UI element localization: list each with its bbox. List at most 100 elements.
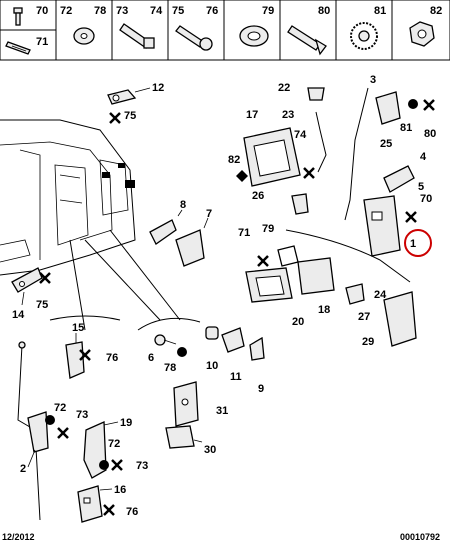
label-11: 11: [230, 371, 242, 383]
label-26: 26: [252, 190, 264, 202]
part-6-screw: [154, 334, 177, 346]
label-73a: 73: [76, 409, 88, 421]
label-31: 31: [216, 405, 228, 417]
label-7: 7: [206, 208, 212, 220]
fastener-markers: [39, 99, 435, 516]
label-73b: 73: [136, 460, 148, 472]
label-16: 16: [114, 484, 126, 496]
cross-icons: [39, 99, 435, 516]
label-4: 4: [420, 151, 427, 163]
part-9-clip: [249, 336, 265, 361]
header-cell-75: 75: [172, 5, 184, 17]
part-16-plate: [77, 485, 113, 523]
part-1-highlight: [404, 229, 432, 257]
label-71: 71: [238, 227, 250, 239]
footer-ref: 00010792: [400, 532, 440, 542]
label-22: 22: [278, 82, 290, 94]
label-70: 70: [420, 193, 432, 205]
countersunk-screw-icon: [287, 25, 327, 56]
part-29-cover: [383, 291, 417, 347]
callout-labels: 1 2 3 4 5 6 7 8 9 10 11 12 14 15 16 17 1…: [12, 74, 436, 518]
footer-date: 12/2012: [2, 532, 35, 542]
screw-icon: [13, 7, 23, 26]
part-14-bracket: [11, 267, 43, 306]
part-18-handle: [297, 257, 335, 295]
label-2: 2: [20, 463, 26, 475]
part-3-bracket: [375, 91, 418, 125]
label-75a: 75: [124, 110, 136, 122]
label-82: 82: [228, 154, 240, 166]
nut-icon: [409, 21, 435, 47]
label-25: 25: [380, 138, 392, 150]
header-cell-76: 76: [206, 5, 218, 17]
clip-screw-icon: [175, 25, 213, 51]
label-19: 19: [120, 417, 132, 429]
part-25-rod: [344, 87, 369, 221]
header-cell-72: 72: [60, 5, 72, 17]
label-72a: 72: [54, 402, 66, 414]
part-22-knob: [307, 87, 325, 101]
header-cell-79: 79: [262, 5, 274, 17]
header-cell-78: 78: [94, 5, 106, 17]
label-23: 23: [282, 109, 294, 121]
label-75b: 75: [36, 299, 48, 311]
label-79: 79: [262, 223, 274, 235]
part-79-grommet: [277, 245, 299, 267]
part-24-rod: [285, 229, 411, 283]
header-cell-81: 81: [374, 5, 386, 17]
header-cell-82: 82: [430, 5, 442, 17]
vehicle-outline: [0, 119, 201, 331]
diamond-82-icon: [236, 170, 248, 182]
label-30: 30: [204, 444, 216, 456]
dot-72b-icon: [99, 460, 109, 470]
part-10-pin: [205, 326, 219, 340]
label-14: 14: [12, 309, 25, 321]
part-1-lock: [363, 195, 401, 257]
label-20: 20: [292, 316, 304, 328]
part-7-bracket: [175, 217, 209, 267]
label-76a: 76: [106, 352, 118, 364]
label-5: 5: [418, 181, 424, 193]
header-cell-70: 70: [36, 5, 48, 17]
part-8-bracket: [149, 209, 183, 245]
part-15-bracket: [65, 333, 85, 379]
label-29: 29: [362, 336, 374, 348]
label-81: 81: [400, 122, 412, 134]
label-10: 10: [206, 360, 218, 372]
part-30-plate: [165, 425, 203, 449]
dot-78-icon: [177, 347, 187, 357]
label-27: 27: [358, 311, 370, 323]
part-2-rod: [17, 341, 49, 521]
label-17: 17: [246, 109, 258, 121]
label-3: 3: [370, 74, 376, 86]
long-screw-icon: [5, 41, 31, 55]
part-17-handle: [243, 127, 301, 187]
part-26-clip: [291, 193, 309, 215]
serrated-washer-icon: [350, 22, 378, 50]
label-18: 18: [318, 304, 330, 316]
label-24: 24: [374, 289, 387, 301]
label-74: 74: [294, 129, 307, 141]
washer-icon: [73, 27, 95, 45]
label-78: 78: [164, 362, 176, 374]
part-20-handle: [245, 267, 293, 303]
label-9: 9: [258, 383, 264, 395]
label-80: 80: [424, 128, 436, 140]
part-11-bracket: [221, 327, 245, 353]
part-12-hinge: [107, 87, 151, 105]
part-23-rod: [315, 111, 327, 173]
header-cell-73: 73: [116, 5, 128, 17]
header-cell-80: 80: [318, 5, 330, 17]
label-15: 15: [72, 322, 84, 334]
label-72b: 72: [108, 438, 120, 450]
grommet-icon: [239, 25, 269, 47]
label-6: 6: [148, 352, 154, 364]
part-31-plate: [173, 381, 199, 427]
part-4-actuator: [383, 165, 415, 193]
header-strip: 70 72 78 73 74 75 76 79 80 81 82 71: [0, 0, 450, 61]
dot-72a-icon: [45, 415, 55, 425]
label-76b: 76: [126, 506, 138, 518]
bolt-icon: [119, 23, 155, 49]
header-cell-74: 74: [150, 5, 163, 17]
